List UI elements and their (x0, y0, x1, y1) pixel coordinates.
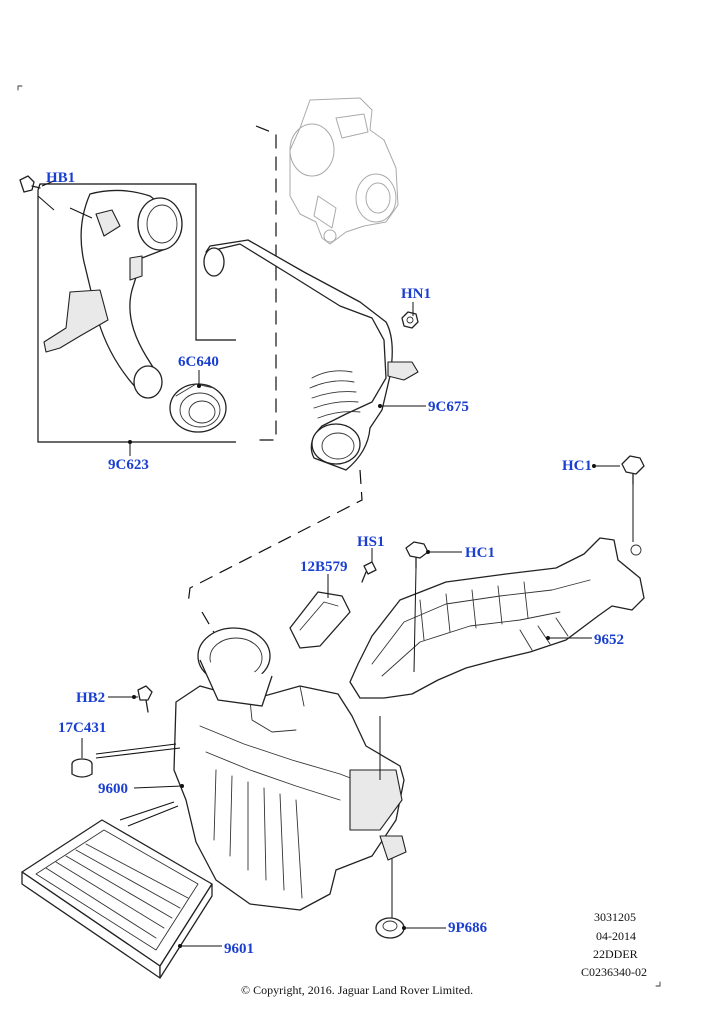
reference-number: 3031205 (594, 910, 636, 924)
air-filter-element-9601 (21, 819, 213, 979)
clip-hc1-top (621, 455, 645, 485)
turbocharger-ghost (289, 97, 399, 245)
reference-date: 04-2014 (596, 929, 636, 943)
copyright-notice: © Copyright, 2016. Jaguar Land Rover Lim… (241, 983, 474, 997)
callout-hb2[interactable]: HB2 (76, 690, 106, 706)
connector-6c640 (169, 383, 227, 433)
nut-hn1 (401, 311, 419, 329)
callout-hs1[interactable]: HS1 (357, 534, 385, 550)
callout-hc1-top[interactable]: HC1 (562, 458, 592, 474)
dashed-line-intake (201, 611, 217, 637)
callout-hb1[interactable]: HB1 (46, 170, 76, 186)
screw-hs1 (361, 561, 377, 583)
callout-9600[interactable]: 9600 (98, 781, 128, 797)
reference-code: 22DDER (593, 947, 638, 961)
assembly-frame-9c623 (37, 183, 236, 443)
corner-mark-bottom-right (655, 981, 661, 987)
bolt-hb1 (19, 175, 41, 193)
callout-12b579[interactable]: 12B579 (300, 559, 348, 575)
callout-9652[interactable]: 9652 (594, 632, 624, 648)
air-intake-duct-9c623 (43, 189, 183, 399)
callout-17c431[interactable]: 17C431 (58, 720, 107, 736)
callout-hc1-mid[interactable]: HC1 (465, 545, 495, 561)
callout-9c623[interactable]: 9C623 (108, 457, 149, 473)
callout-9601[interactable]: 9601 (224, 941, 254, 957)
sensor-12b579 (289, 591, 351, 649)
dashed-line-turbo (255, 125, 277, 441)
callout-6c640[interactable]: 6C640 (178, 354, 219, 370)
clip-hc1-mid (405, 541, 429, 569)
callout-hn1[interactable]: HN1 (401, 286, 431, 302)
air-duct-9652 (349, 537, 645, 699)
dashed-line-hose-to-filter (187, 469, 363, 605)
bolt-hb2 (137, 685, 153, 713)
leader-lines (37, 179, 634, 947)
air-cleaner-housing-9600 (173, 627, 407, 911)
callout-9p686[interactable]: 9P686 (448, 920, 488, 936)
corner-mark-top-left (17, 85, 23, 91)
leader-dots (128, 384, 596, 948)
callout-9c675[interactable]: 9C675 (428, 399, 469, 415)
reference-illustration-id: C0236340-02 (581, 965, 647, 979)
fastener-9p686 (375, 917, 405, 939)
grommet-17c431 (71, 758, 93, 778)
intake-hose-9c675 (203, 239, 419, 471)
